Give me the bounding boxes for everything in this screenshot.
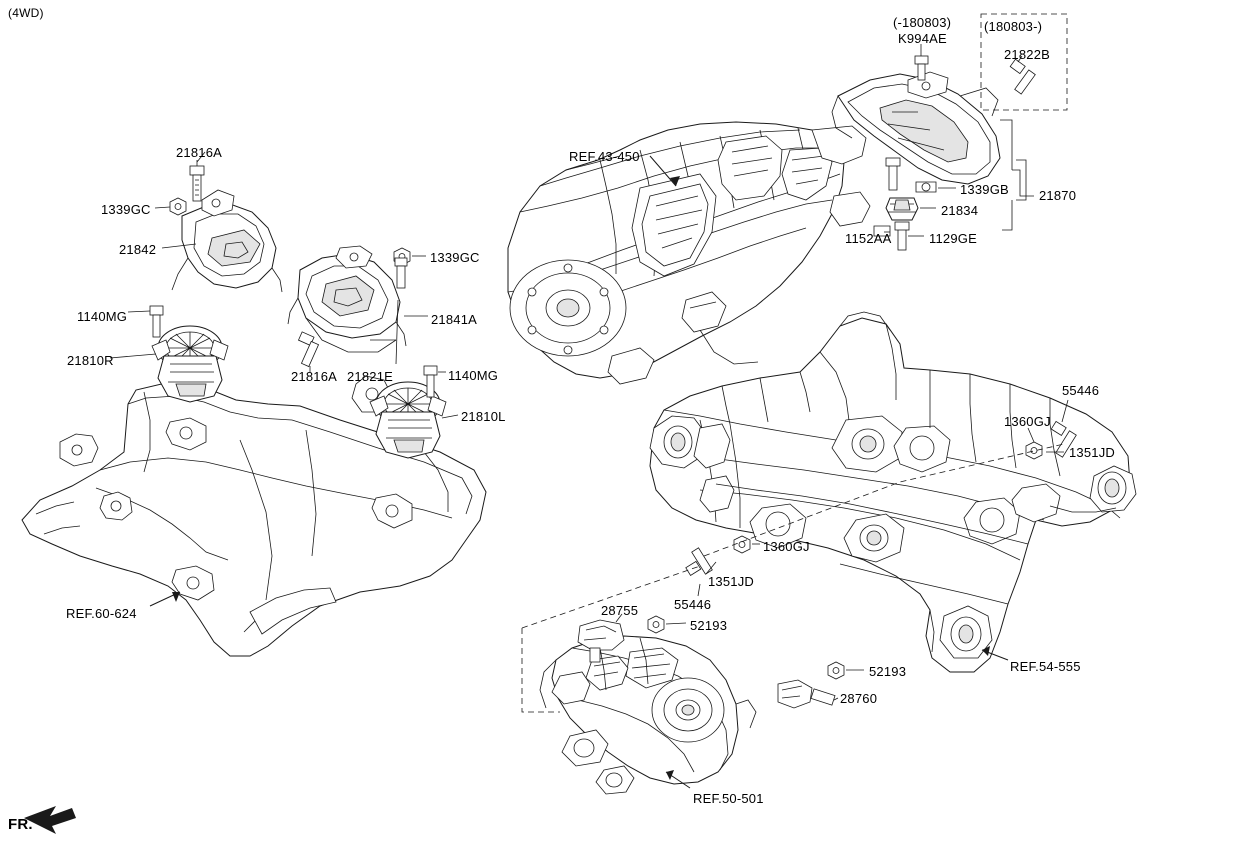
- part-1351jd-2: 1351JD: [708, 574, 755, 589]
- ref-60-624[interactable]: REF.60-624: [66, 606, 137, 621]
- bolt-1140mg-2: [423, 365, 438, 398]
- part-28760: 28760: [840, 691, 878, 706]
- note-4wd: (4WD): [8, 6, 44, 20]
- fr-marker-label: FR.: [8, 816, 33, 833]
- transmission-group: [507, 121, 871, 385]
- bracket-21841a-group: [287, 245, 407, 353]
- date-range-post: (180803-): [984, 19, 1043, 34]
- mount-21810l: [369, 381, 447, 459]
- part-1360gj-1: 1360GJ: [1004, 414, 1051, 429]
- bolt-1140mg-1: [149, 305, 164, 338]
- part-52193-1: 52193: [690, 618, 728, 633]
- bolt-21816a-2: [297, 331, 320, 368]
- part-1140mg-1: 1140MG: [77, 309, 128, 324]
- date-range-pre: (-180803): [893, 15, 952, 30]
- part-21821e: 21821E: [347, 369, 394, 384]
- bolt-21821e: [394, 257, 408, 289]
- part-28755: 28755: [601, 603, 639, 618]
- bracket-28755: [577, 619, 625, 663]
- part-21810r: 21810R: [67, 353, 114, 368]
- part-55446-1: 55446: [1062, 383, 1100, 398]
- bolt-55446-2: [685, 547, 713, 576]
- bracket-28760: [777, 679, 836, 709]
- crossmember-21870: [831, 71, 1001, 185]
- mount-21810r: [151, 325, 229, 403]
- nut-52193-2: [827, 661, 845, 680]
- ref-50-501[interactable]: REF.50-501: [693, 791, 764, 806]
- part-52193-2: 52193: [869, 664, 907, 679]
- nut-1339gc-1: [169, 197, 187, 216]
- part-21842: 21842: [119, 242, 157, 257]
- nut-52193-1: [647, 615, 665, 634]
- part-21810l: 21810L: [461, 409, 506, 424]
- part-1140mg-2: 1140MG: [448, 368, 499, 383]
- part-1339gb: 1339GB: [960, 182, 1009, 197]
- washer-1360gj-2: [733, 535, 751, 554]
- ref-43-450[interactable]: REF.43-450: [569, 149, 640, 164]
- bolt-21822b: [1009, 58, 1036, 95]
- part-21816a-top: 21816A: [176, 145, 223, 160]
- part-21834: 21834: [941, 203, 979, 218]
- bolt-k994ae: [914, 55, 929, 81]
- part-55446-2: 55446: [674, 597, 712, 612]
- part-1339gc-1: 1339GC: [101, 202, 151, 217]
- ref-54-555[interactable]: REF.54-555: [1010, 659, 1081, 674]
- part-1129ge: 1129GE: [929, 231, 977, 246]
- part-1360gj-2: 1360GJ: [763, 539, 810, 554]
- washer-1360gj-1: [1025, 441, 1043, 460]
- bracket-21842-group: [171, 189, 283, 293]
- nut-1339gc-2: [393, 247, 411, 266]
- rear-differential-group: [539, 635, 757, 795]
- part-k994ae: K994AE: [898, 31, 947, 46]
- bolt-21816a-top: [189, 165, 205, 202]
- part-21870: 21870: [1039, 188, 1077, 203]
- part-1152aa: 1152AA: [845, 231, 892, 246]
- part-1351jd-1: 1351JD: [1069, 445, 1116, 460]
- part-21816a-2: 21816A: [291, 369, 338, 384]
- part-1339gc-2: 1339GC: [430, 250, 480, 265]
- part-21822b: 21822B: [1004, 47, 1051, 62]
- part-21841a: 21841A: [431, 312, 478, 327]
